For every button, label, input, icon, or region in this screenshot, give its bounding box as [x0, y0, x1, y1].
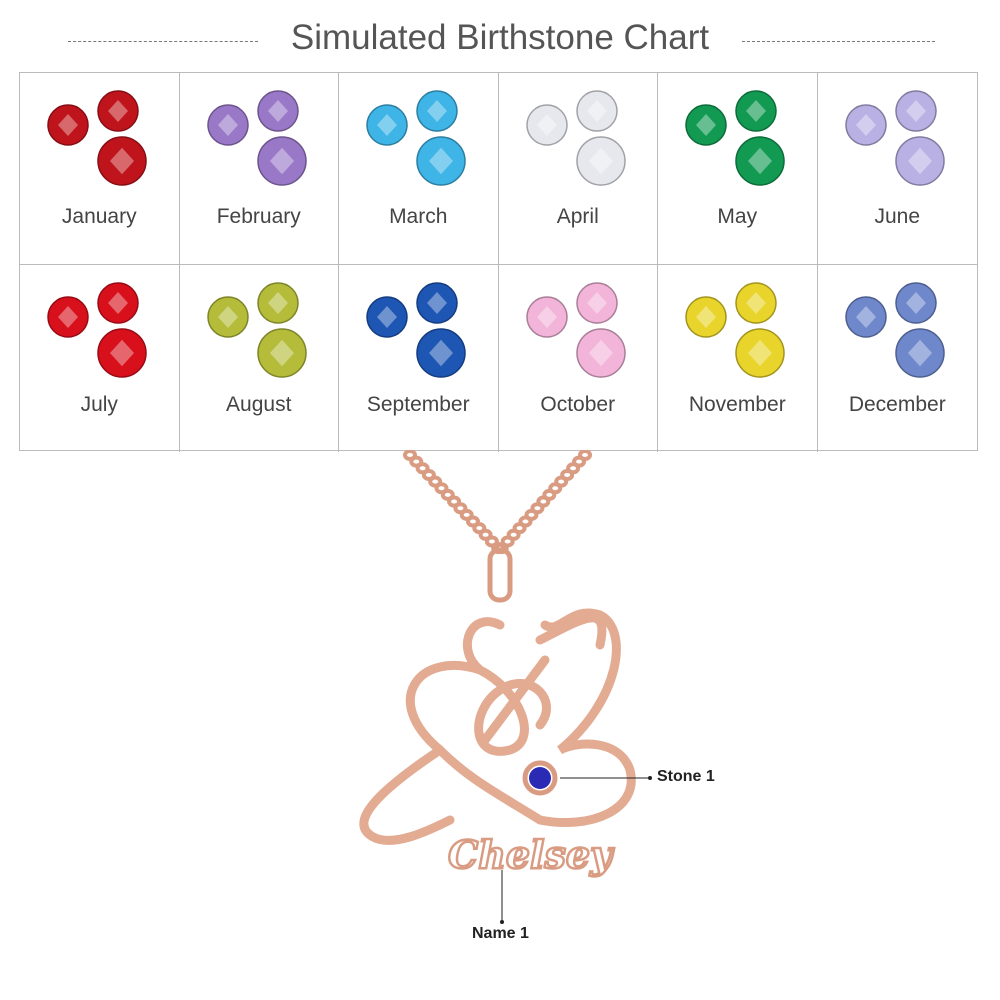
month-cell-july: July	[20, 265, 180, 452]
gem-icon	[685, 282, 785, 378]
month-cell-february: February	[179, 73, 339, 265]
month-cell-april: April	[498, 73, 658, 265]
month-cell-november: November	[658, 265, 818, 452]
month-label: September	[366, 393, 470, 416]
pendant-bail	[487, 547, 513, 603]
month-label: June	[874, 205, 921, 228]
gem-icon	[525, 90, 626, 186]
month-cell-january: January	[20, 73, 180, 265]
title-divider-left	[68, 41, 258, 42]
month-label: April	[556, 205, 599, 228]
gem-icon	[366, 282, 466, 378]
pendant	[359, 608, 636, 845]
month-label: January	[61, 205, 137, 228]
name-callout-label: Name 1	[472, 925, 529, 942]
chain	[403, 450, 592, 555]
month-label: November	[688, 393, 786, 416]
month-cell-june: June	[817, 73, 977, 265]
month-label: March	[389, 205, 448, 228]
month-label: October	[540, 393, 616, 416]
gem-icon	[685, 90, 785, 186]
gem-icon	[47, 282, 147, 378]
month-cell-august: August	[180, 265, 339, 452]
title-divider-right	[742, 41, 935, 42]
month-label: May	[717, 205, 758, 228]
month-cell-october: October	[499, 265, 658, 452]
month-label: August	[226, 393, 292, 416]
month-cell-december: December	[818, 265, 978, 452]
month-cell-march: March	[339, 73, 499, 265]
gem-icon	[366, 90, 466, 186]
gem-icon	[206, 282, 307, 378]
gem-icon	[525, 282, 626, 378]
necklace-image: Chelsey	[359, 450, 652, 924]
gem-icon	[844, 90, 945, 186]
gem-icon	[206, 90, 307, 186]
month-cell-september: September	[339, 265, 499, 452]
gem-icon	[844, 282, 945, 378]
month-cell-may: May	[658, 73, 818, 265]
birthstone	[529, 767, 551, 789]
gem-icon	[47, 90, 147, 186]
month-label: July	[80, 393, 118, 416]
engraved-name: Chelsey	[448, 832, 615, 877]
month-label: February	[216, 205, 301, 228]
chart-title: Simulated Birthstone Chart	[290, 18, 710, 57]
stone-callout-label: Stone 1	[657, 768, 715, 785]
month-label: December	[848, 393, 946, 416]
